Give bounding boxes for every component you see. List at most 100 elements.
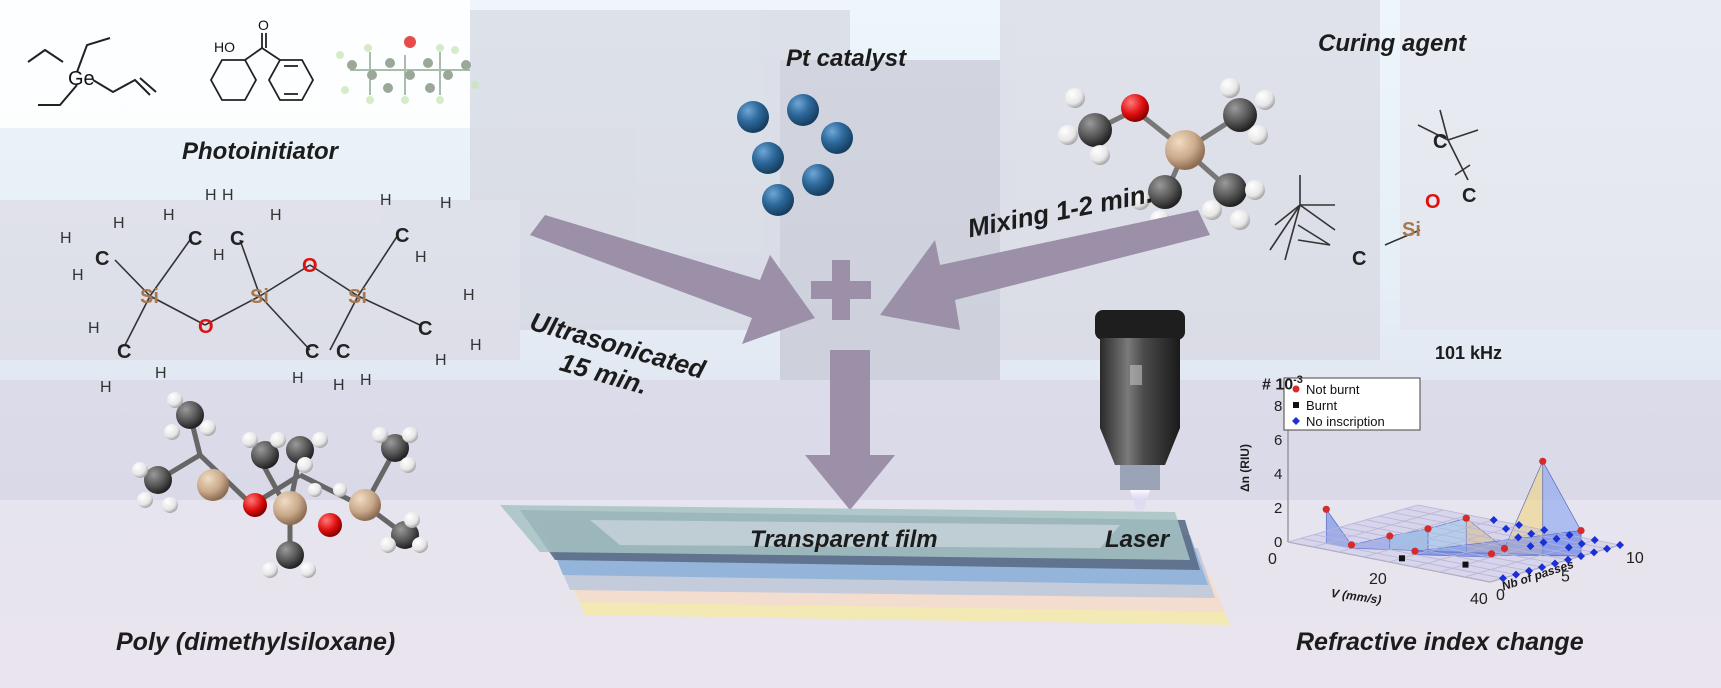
ge-atom-label: Ge [68,68,95,90]
legend-marker-no-inscription [1292,417,1300,425]
x-tick-label: 0 [1268,551,1277,568]
c-atom-5: C [305,341,319,363]
c-atom-3: C [230,228,244,250]
point-not-burnt [1347,541,1356,549]
point-no-inscription [1489,516,1498,524]
laser-objective-icon [1095,310,1185,512]
point-no-inscription [1552,534,1561,543]
point-not-burnt [1322,505,1330,513]
svg-text:C: C [1462,185,1476,207]
svg-text:H: H [440,195,452,212]
svg-text:H: H [463,287,475,304]
allyltriethylgermane-structure [27,37,157,106]
point-no-inscription [1564,555,1572,564]
point-no-inscription [1577,552,1585,561]
svg-text:H: H [292,370,304,387]
svg-text:H: H [163,207,175,224]
pt-catalyst-spheres [737,94,853,216]
point-no-inscription [1512,570,1520,579]
point-not-burnt [1500,544,1509,553]
pt-sphere-icon [787,94,819,126]
point-no-inscription [1564,543,1573,552]
arrow-from-curing-agent [880,210,1210,330]
point-no-inscription [1551,559,1559,568]
o-atom-1: O [198,316,214,338]
legend-label: Burnt [1306,398,1337,413]
curing-agent-label: Curing agent [1318,30,1466,57]
point-not-burnt [1577,527,1585,535]
svg-text:H: H [380,192,392,209]
curing-2d-bonds [1297,109,1479,246]
svg-text:H: H [60,230,72,247]
point-no-inscription [1590,548,1598,557]
exponent-base: # 10 [1262,376,1294,394]
refractive-index-label: Refractive index change [1296,628,1584,656]
grid-line [1378,515,1582,557]
c-atom-6: C [336,341,350,363]
arrow-down-to-film [805,350,895,510]
c-atom-8: C [418,318,432,340]
c-atom-7: C [395,225,409,247]
y-tick-label: 4 [1274,466,1282,483]
point-not-burnt [1411,547,1419,555]
svg-text:H: H [88,320,100,337]
chart-ylabel: Δn (RIU) [1238,444,1252,492]
point-no-inscription [1502,524,1510,533]
pt-sphere-icon [752,142,784,174]
point-no-inscription [1616,541,1624,549]
ketone-o-label: O [258,17,269,33]
svg-text:H: H [333,377,345,394]
transparent-film-stack [500,505,1230,625]
chart-marks [1322,457,1624,583]
point-no-inscription [1527,529,1536,538]
point-not-burnt [1462,514,1470,522]
grid-line [1365,519,1569,561]
chart-floor-grid [1287,504,1621,583]
pt-sphere-icon [762,184,794,216]
hydroxycyclohexyl-phenyl-ketone-structure [209,33,315,101]
curing-agent-atoms: C C Si O C [1352,131,1476,270]
pdms-2d-structure [114,234,421,351]
legend-label: Not burnt [1306,382,1360,397]
grid-line [1339,526,1543,568]
z-tick-label: 10 [1626,550,1644,567]
point-no-inscription [1515,521,1523,529]
exponent-power: -3 [1293,374,1303,386]
z-tick-label: 5 [1561,569,1570,586]
point-burnt [1462,561,1469,568]
pdms-label: Poly (dimethylsiloxane) [116,628,396,656]
svg-text:H: H [415,249,427,266]
point-no-inscription [1539,538,1548,547]
svg-text:H: H [222,187,234,204]
arrow-from-pdms [530,215,815,344]
pdms-ball-model [132,392,428,578]
y-tick-label: 6 [1274,432,1282,449]
point-no-inscription [1603,544,1611,553]
svg-text:H: H [213,247,225,264]
grid-line [1352,523,1556,564]
laser-label: Laser [1105,526,1170,553]
photoinitiator-ball-model [336,36,479,104]
pt-sphere-icon [821,122,853,154]
point-no-inscription [1565,531,1574,539]
process-arrows [530,210,1210,510]
legend-marker-burnt [1293,402,1299,408]
curing-o-atom: O [1425,191,1441,213]
point-no-inscription [1525,566,1533,575]
svg-text:H: H [100,379,112,396]
point-burnt [1399,555,1405,562]
y-tick-label: 2 [1274,500,1282,517]
chart-exponent: # 10-3 [1262,374,1303,394]
grid-line [1391,512,1595,553]
pt-sphere-icon [737,101,769,133]
pt-sphere-icon [802,164,834,196]
point-no-inscription [1526,542,1535,551]
plus-horizontal [811,281,871,299]
svg-text:H: H [113,215,125,232]
point-no-inscription [1538,563,1546,572]
point-no-inscription [1590,536,1599,544]
